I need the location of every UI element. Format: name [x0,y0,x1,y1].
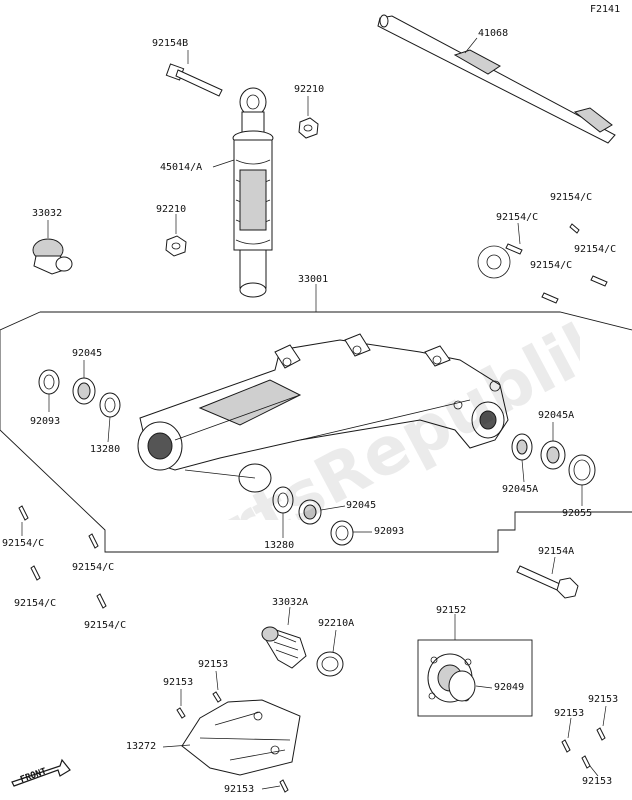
assembly-frame [0,311,632,553]
bearing-92045-left [72,360,96,405]
bolt-92153-group [176,670,607,793]
label-92045-center: 92045 [346,500,377,511]
label-92153-f: 92153 [582,776,613,787]
label-92154B: 92154B [152,38,189,49]
watermark: PartsRepublik [131,300,580,520]
seal-92093-left [38,369,60,412]
front-arrow-icon [11,758,71,787]
bolt-92154C-lower-group [18,505,107,609]
nut-92210-upper [298,96,319,139]
label-92152: 92152 [436,605,467,616]
boot-33032 [32,220,73,275]
label-92049: 92049 [494,682,525,693]
label-92154C-h: 92154/C [84,620,127,631]
page-code: F2141 [590,4,621,15]
collar-13280-left [99,392,121,443]
bolt-92154C-upper-group [505,222,608,304]
label-92210-upper: 92210 [294,84,325,95]
label-33032: 33032 [32,208,63,219]
label-92093-center: 92093 [374,526,405,537]
bolt-92154B [165,50,223,97]
collar-13280-center [272,486,294,538]
seal-92093-center [330,520,372,546]
label-92154C-e: 92154/C [2,538,45,549]
label-92153-d: 92153 [588,694,619,705]
label-41068: 41068 [478,28,509,39]
label-33001: 33001 [298,274,329,285]
drive-shaft-41068 [377,14,616,144]
label-92093-left: 92093 [30,416,61,427]
bearing-92045A-a [511,433,533,483]
label-92154C-d: 92154/C [530,260,573,271]
label-92045-left: 92045 [72,348,103,359]
housing-92152 [417,614,533,717]
bearing-92045A-b [540,422,566,470]
label-92045A-a: 92045A [502,484,539,495]
label-92210-lower: 92210 [156,204,187,215]
label-13280-center: 13280 [264,540,295,551]
seal-92055 [568,454,596,506]
label-92154A: 92154A [538,546,575,557]
label-13272: 13272 [126,741,157,752]
nut-92210-lower [165,214,187,257]
label-92154C-f: 92154/C [72,562,115,573]
label-92210A: 92210A [318,618,355,629]
boot-33032A [261,606,307,669]
label-92153-e: 92153 [554,708,585,719]
shock-absorber-45014A [212,87,274,298]
label-13280-left: 13280 [90,444,121,455]
clamp-92210A [316,629,344,677]
label-33032A: 33032A [272,597,309,608]
label-45014A: 45014/A [160,162,203,173]
bolt-92154A [516,556,579,599]
label-92154C-g: 92154/C [14,598,57,609]
label-92153-a: 92153 [198,659,229,670]
swingarm-33001 [137,333,509,493]
label-92045A-b: 92045A [538,410,575,421]
label-92153-c: 92153 [224,784,255,795]
label-92154C-c: 92154/C [574,244,617,255]
label-92154C-a: 92154/C [550,192,593,203]
label-92153-b: 92153 [163,677,194,688]
label-92154C-b: 92154/C [496,212,539,223]
skid-plate-13272 [162,699,301,776]
label-92055: 92055 [562,508,593,519]
gear-icon [477,245,511,279]
bearing-92045-center [298,499,346,525]
watermark-text: PartsRepublik [131,300,580,520]
